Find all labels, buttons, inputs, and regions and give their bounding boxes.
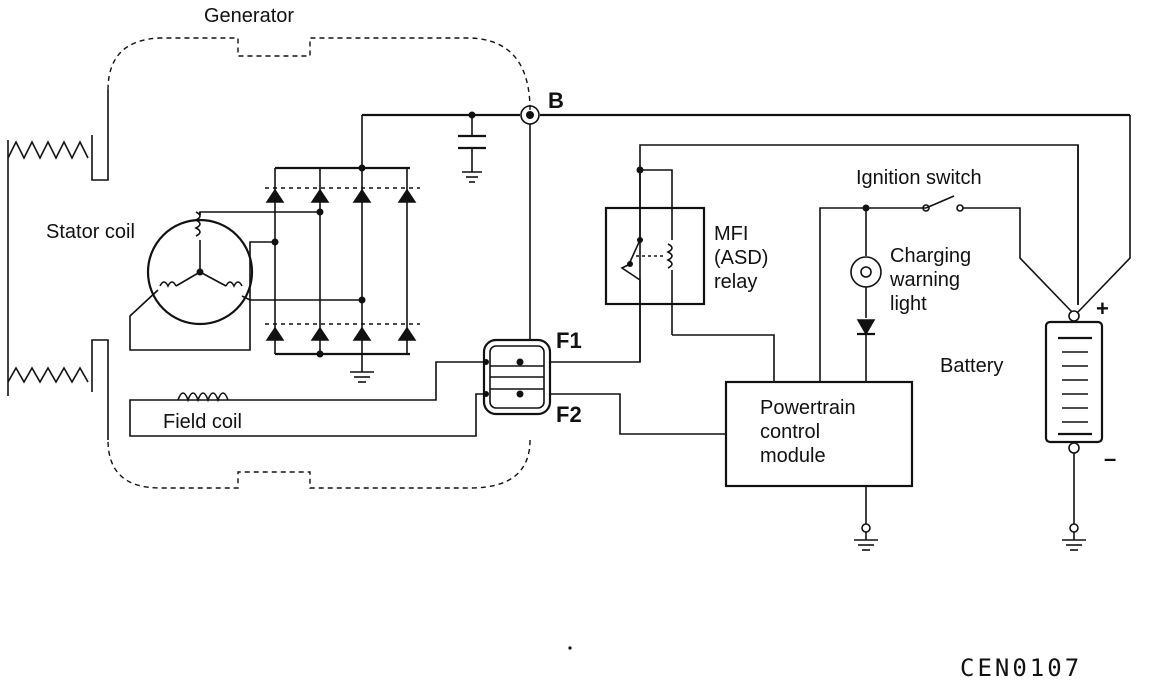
field-coil-label: Field coil bbox=[163, 411, 242, 433]
battery-minus-label: – bbox=[1104, 446, 1116, 471]
spring-top bbox=[7, 140, 89, 160]
generator-label: Generator bbox=[204, 5, 294, 27]
stator-coil-label: Stator coil bbox=[46, 221, 135, 243]
relay-label-line3: relay bbox=[714, 271, 757, 293]
ignition-switch-label: Ignition switch bbox=[856, 167, 982, 189]
generator-housing bbox=[91, 37, 531, 489]
battery bbox=[1044, 115, 1131, 551]
figure-code: CEN0107 bbox=[960, 654, 1082, 682]
charging-light-label-line2: warning bbox=[889, 269, 960, 291]
b-terminal bbox=[362, 105, 1130, 340]
powertrain-control-module bbox=[724, 380, 914, 551]
field-coil bbox=[177, 392, 229, 403]
battery-plus-label: + bbox=[1096, 296, 1109, 321]
stator-coil bbox=[129, 211, 362, 351]
pcm-label-line1: Powertrain bbox=[760, 397, 856, 419]
terminal-b-label: B bbox=[548, 88, 564, 113]
relay-label-line1: MFI bbox=[714, 223, 748, 245]
pcm-label-line3: module bbox=[760, 445, 826, 467]
battery-label: Battery bbox=[940, 355, 1003, 377]
terminal-f2-label: F2 bbox=[556, 402, 582, 427]
ignition-switch-circuit bbox=[819, 195, 1073, 382]
terminal-f1-label: F1 bbox=[556, 328, 582, 353]
pcm-label-line2: control bbox=[760, 421, 820, 443]
charging-light-label-line3: light bbox=[890, 293, 927, 315]
asd-relay bbox=[604, 166, 775, 382]
charging-light-label-line1: Charging bbox=[890, 245, 971, 267]
relay-label-line2: (ASD) bbox=[714, 247, 768, 269]
spring-bottom bbox=[7, 366, 89, 384]
rectifier-bridge bbox=[265, 115, 420, 383]
